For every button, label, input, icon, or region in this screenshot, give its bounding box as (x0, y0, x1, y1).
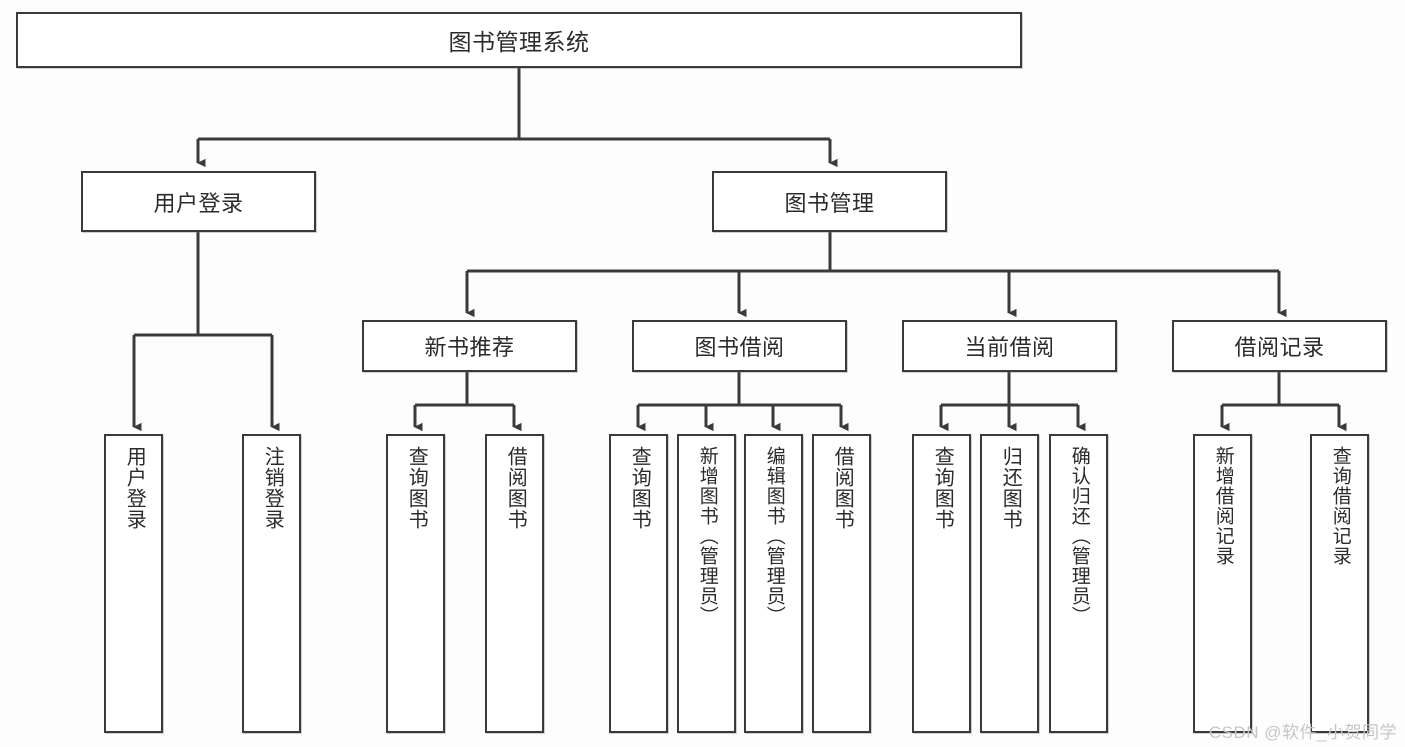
node-label: 确认归还（管理员） (1068, 446, 1090, 626)
node-label: 注销登录 (261, 446, 284, 530)
node-label: 用户登录 (123, 446, 146, 530)
node-label: 查询图书 (931, 446, 954, 530)
node-label: 图书借阅 (694, 335, 785, 360)
node-book-management[interactable]: 图书管理 (712, 171, 947, 232)
node-new-book-recommend[interactable]: 新书推荐 (362, 320, 577, 372)
csdn-watermark: CSDN @软件_小贺同学 (1208, 723, 1397, 742)
leaf-book-borrow-add[interactable]: 新增图书（管理员） (677, 434, 736, 733)
leaf-borrow-record-add[interactable]: 新增借阅记录 (1193, 434, 1252, 733)
node-label: 新书推荐 (424, 335, 515, 360)
leaf-current-borrow-confirm[interactable]: 确认归还（管理员） (1049, 434, 1108, 733)
node-user-login[interactable]: 用户登录 (81, 171, 316, 232)
leaf-new-book-query[interactable]: 查询图书 (386, 434, 445, 733)
node-label: 查询图书 (628, 446, 651, 530)
node-borrow-record[interactable]: 借阅记录 (1172, 320, 1387, 372)
leaf-current-borrow-query[interactable]: 查询图书 (912, 434, 971, 733)
node-label: 查询借阅记录 (1329, 446, 1351, 566)
node-root-system[interactable]: 图书管理系统 (16, 12, 1022, 68)
node-label: 当前借阅 (964, 335, 1055, 360)
node-label: 借阅图书 (831, 446, 854, 530)
node-label: 归还图书 (999, 446, 1022, 530)
node-label: 图书管理系统 (448, 29, 590, 55)
node-label: 借阅记录 (1234, 335, 1325, 360)
node-label: 编辑图书（管理员） (763, 446, 785, 626)
node-book-borrow[interactable]: 图书借阅 (632, 320, 847, 372)
node-label: 用户登录 (153, 190, 244, 216)
leaf-user-login-signout[interactable]: 注销登录 (242, 434, 301, 733)
leaf-book-borrow-edit[interactable]: 编辑图书（管理员） (744, 434, 803, 733)
node-label: 新增借阅记录 (1212, 446, 1234, 566)
leaf-book-borrow-query[interactable]: 查询图书 (609, 434, 668, 733)
node-label: 借阅图书 (504, 446, 527, 530)
leaf-book-borrow-borrow[interactable]: 借阅图书 (812, 434, 871, 733)
node-label: 图书管理 (784, 190, 875, 216)
leaf-user-login-signin[interactable]: 用户登录 (104, 434, 163, 733)
node-label: 查询图书 (405, 446, 428, 530)
leaf-current-borrow-return[interactable]: 归还图书 (980, 434, 1039, 733)
node-current-borrow[interactable]: 当前借阅 (902, 320, 1117, 372)
leaf-new-book-borrow[interactable]: 借阅图书 (485, 434, 544, 733)
node-label: 新增图书（管理员） (696, 446, 718, 626)
leaf-borrow-record-query[interactable]: 查询借阅记录 (1310, 434, 1369, 733)
